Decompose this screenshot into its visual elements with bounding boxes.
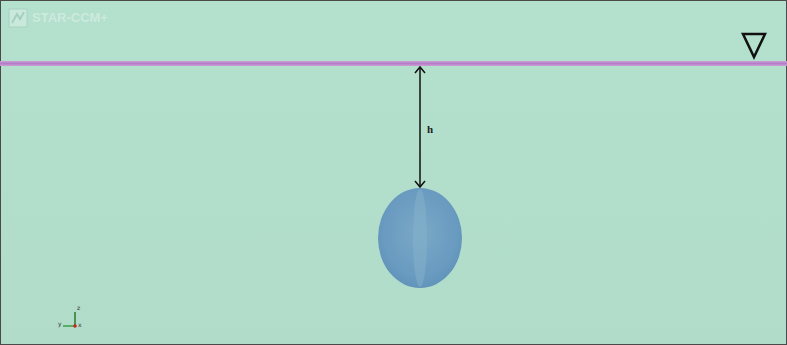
dimension-label: h <box>427 124 433 135</box>
arrowhead-top <box>415 67 425 73</box>
dimension-line <box>419 68 421 186</box>
watermark: STAR-CCM+ <box>32 11 108 24</box>
axis-y <box>63 325 75 327</box>
water-level-symbol <box>743 34 765 57</box>
axis-label: x <box>78 322 82 328</box>
watermark-icon <box>9 9 27 27</box>
axis-label: z <box>77 305 80 311</box>
axis-label: y <box>58 321 62 327</box>
free-surface-line <box>0 61 787 66</box>
watermark-icon-mark <box>12 12 24 23</box>
arrowhead-bottom <box>415 181 425 187</box>
free-surface-core <box>0 63 787 65</box>
axis-x <box>73 324 77 328</box>
body-highlight <box>413 189 427 287</box>
axis-z <box>74 312 76 326</box>
submerged-body <box>378 188 462 288</box>
